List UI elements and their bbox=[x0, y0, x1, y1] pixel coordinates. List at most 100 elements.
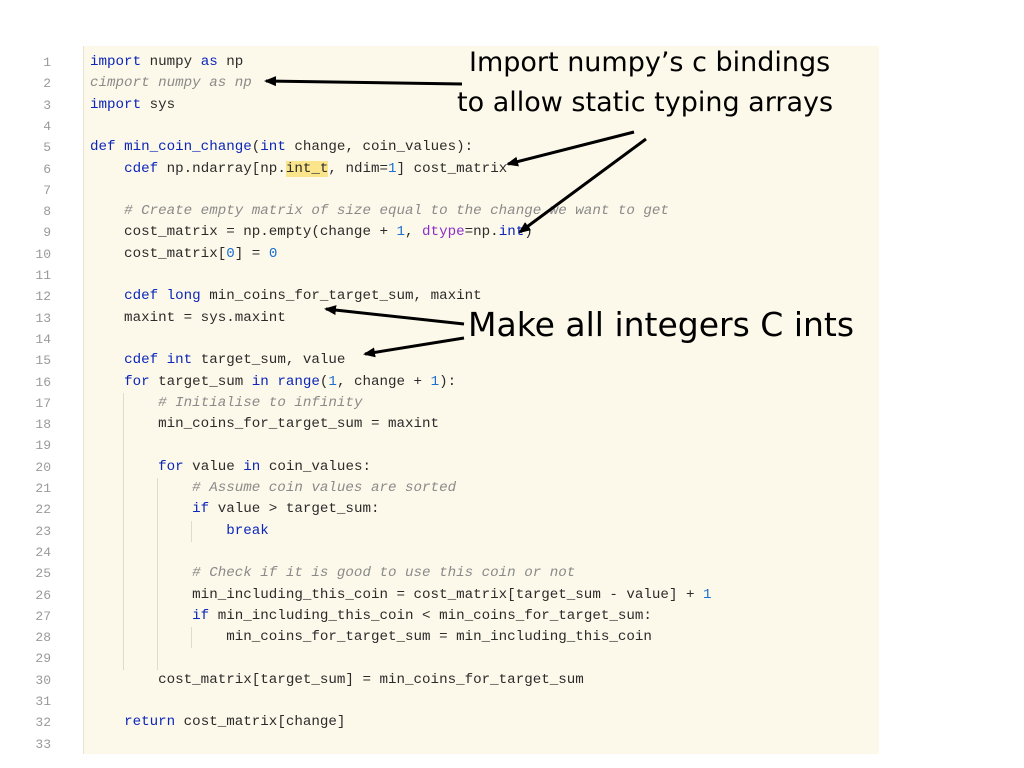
code-token: in bbox=[243, 458, 261, 475]
code-token: # Check if it is good to use this coin o… bbox=[192, 565, 576, 582]
code-token: min_coins_for_target_sum, maxint bbox=[200, 288, 482, 305]
code-token: =np. bbox=[464, 224, 499, 241]
code-token: ] = bbox=[234, 245, 269, 262]
code-line[interactable]: 18 min_coins_for_target_sum = maxint bbox=[31, 414, 879, 435]
code-token: 1 bbox=[430, 373, 440, 390]
code-text: import sys bbox=[90, 95, 175, 116]
code-line[interactable]: 28 min_coins_for_target_sum = min_includ… bbox=[31, 627, 879, 648]
code-token: 0 bbox=[268, 245, 278, 262]
line-number: 11 bbox=[35, 268, 51, 283]
code-line[interactable]: 11 bbox=[31, 265, 879, 286]
line-number: 30 bbox=[35, 672, 51, 688]
code-text: if value > target_sum: bbox=[90, 499, 379, 520]
line-number: 24 bbox=[35, 544, 51, 560]
code-line[interactable]: 22 if value > target_sum: bbox=[31, 499, 879, 520]
code-line[interactable]: 26 min_including_this_coin = cost_matrix… bbox=[31, 585, 879, 606]
code-line[interactable]: 21 # Assume coin values are sorted bbox=[31, 478, 879, 499]
code-line[interactable]: 25 # Check if it is good to use this coi… bbox=[31, 563, 879, 584]
code-line[interactable]: 17 # Initialise to infinity bbox=[31, 393, 879, 414]
line-number: 32 bbox=[35, 715, 51, 731]
line-number: 19 bbox=[35, 438, 51, 454]
line-number: 28 bbox=[35, 630, 51, 646]
code-token: 1 bbox=[388, 160, 397, 177]
code-line[interactable]: 16 for target_sum in range(1, change + 1… bbox=[31, 372, 879, 393]
code-token: in bbox=[251, 373, 269, 390]
gutter-divider bbox=[83, 46, 84, 754]
code-text: cimport numpy as np bbox=[90, 73, 252, 94]
code-line[interactable]: 6 cdef np.ndarray[np.int_t, ndim=1] cost… bbox=[31, 159, 879, 180]
code-line[interactable]: 33 bbox=[31, 734, 879, 754]
line-number: 9 bbox=[43, 225, 51, 241]
code-token: cdef bbox=[124, 288, 159, 305]
code-token: value > target_sum: bbox=[209, 501, 380, 518]
line-number: 31 bbox=[35, 694, 51, 709]
indent-guide bbox=[123, 392, 125, 670]
code-token bbox=[90, 395, 158, 411]
code-line[interactable]: 30 cost_matrix[target_sum] = min_coins_f… bbox=[31, 670, 879, 691]
code-token: int bbox=[260, 139, 286, 156]
line-number: 14 bbox=[35, 331, 51, 347]
code-token bbox=[90, 565, 192, 581]
code-line[interactable]: 29 bbox=[31, 648, 879, 669]
code-line[interactable]: 14 bbox=[31, 329, 879, 350]
code-line[interactable]: 19 bbox=[31, 435, 879, 456]
code-token bbox=[90, 480, 192, 496]
code-line[interactable]: 8 # Create empty matrix of size equal to… bbox=[31, 201, 879, 222]
code-token: 0 bbox=[226, 245, 235, 262]
code-text: maxint = sys.maxint bbox=[90, 308, 286, 329]
code-token bbox=[90, 352, 124, 368]
code-token: cdef bbox=[124, 160, 159, 177]
code-token: ( bbox=[251, 139, 261, 156]
code-token: ( bbox=[319, 373, 329, 390]
line-number: 13 bbox=[35, 310, 51, 326]
line-number: 5 bbox=[43, 140, 51, 156]
code-token: change, coin_values): bbox=[285, 139, 474, 156]
line-number: 23 bbox=[35, 523, 51, 539]
code-line[interactable]: 15 cdef int target_sum, value bbox=[31, 350, 879, 371]
line-number: 20 bbox=[35, 459, 51, 475]
line-number: 25 bbox=[35, 566, 51, 582]
code-token: int bbox=[498, 224, 525, 241]
code-line[interactable]: 24 bbox=[31, 542, 879, 563]
code-token: def bbox=[90, 139, 116, 156]
annotation-ints: Make all integers C ints bbox=[468, 305, 855, 344]
line-number: 7 bbox=[43, 182, 51, 198]
code-token: 1 bbox=[396, 224, 406, 241]
code-text: # Create empty matrix of size equal to t… bbox=[90, 201, 669, 222]
code-line[interactable]: 23 break bbox=[31, 521, 879, 542]
code-text: min_coins_for_target_sum = maxint bbox=[90, 414, 439, 435]
code-line[interactable]: 13 maxint = sys.maxint bbox=[31, 308, 879, 329]
code-token: # Assume coin values are sorted bbox=[192, 480, 457, 496]
code-line[interactable]: 31 bbox=[31, 691, 879, 712]
code-line[interactable]: 32 return cost_matrix[change] bbox=[31, 712, 879, 733]
code-token bbox=[116, 139, 125, 155]
code-text: min_including_this_coin = cost_matrix[ta… bbox=[90, 585, 711, 606]
code-token: ): bbox=[439, 373, 457, 390]
code-token bbox=[90, 288, 124, 304]
code-token: int bbox=[166, 352, 193, 369]
code-line[interactable]: 7 bbox=[31, 180, 879, 201]
code-token bbox=[90, 501, 192, 517]
code-token bbox=[90, 714, 124, 730]
code-token: maxint = sys.maxint bbox=[90, 309, 286, 326]
code-line[interactable]: 10 cost_matrix[0] = 0 bbox=[31, 244, 879, 265]
code-token: if bbox=[192, 607, 210, 624]
code-text: for target_sum in range(1, change + 1): bbox=[90, 372, 456, 393]
code-line[interactable]: 12 cdef long min_coins_for_target_sum, m… bbox=[31, 286, 879, 307]
code-line[interactable]: 9 cost_matrix = np.empty(change + 1, dty… bbox=[31, 222, 879, 243]
code-token bbox=[90, 523, 226, 539]
code-text: break bbox=[90, 521, 269, 542]
code-text: import numpy as np bbox=[90, 52, 243, 73]
code-token bbox=[90, 374, 124, 390]
code-line[interactable]: 27 if min_including_this_coin < min_coin… bbox=[31, 606, 879, 627]
code-token: coin_values: bbox=[260, 458, 371, 475]
code-token: cost_matrix[ bbox=[90, 245, 227, 262]
code-line[interactable]: 4 bbox=[31, 116, 879, 137]
code-line[interactable]: 20 for value in coin_values: bbox=[31, 457, 879, 478]
line-number: 4 bbox=[43, 118, 51, 134]
